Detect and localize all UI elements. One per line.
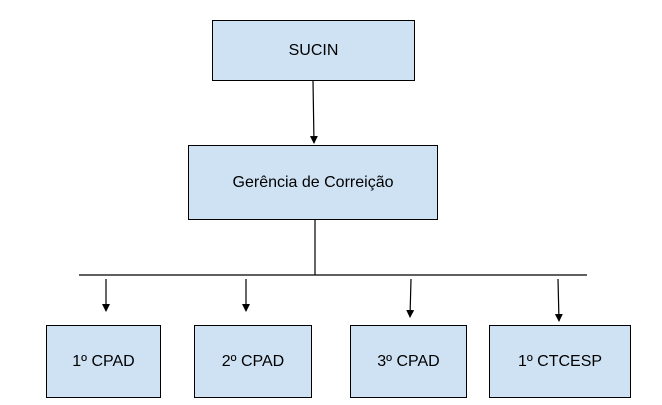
node-3-cpad: 3º CPAD <box>350 325 467 398</box>
node-sucin: SUCIN <box>212 20 415 81</box>
node-sucin-label: SUCIN <box>288 41 339 59</box>
arrow-to-cpad3 <box>406 278 415 318</box>
arrow-sucin-to-gerencia <box>309 80 318 144</box>
node-3-cpad-label: 3º CPAD <box>377 352 440 370</box>
node-1-cpad-label: 1º CPAD <box>72 352 135 370</box>
node-gerencia-label: Gerência de Correição <box>232 173 394 191</box>
node-2-cpad: 2º CPAD <box>194 325 312 398</box>
node-1-ctcesp: 1º CTCESP <box>489 325 631 398</box>
node-1-cpad: 1º CPAD <box>46 325 161 398</box>
node-2-cpad-label: 2º CPAD <box>221 352 285 370</box>
arrow-to-ctcesp <box>554 278 563 322</box>
node-1-ctcesp-label: 1º CTCESP <box>517 352 603 370</box>
node-gerencia-de-correicao: Gerência de Correição <box>188 145 438 220</box>
